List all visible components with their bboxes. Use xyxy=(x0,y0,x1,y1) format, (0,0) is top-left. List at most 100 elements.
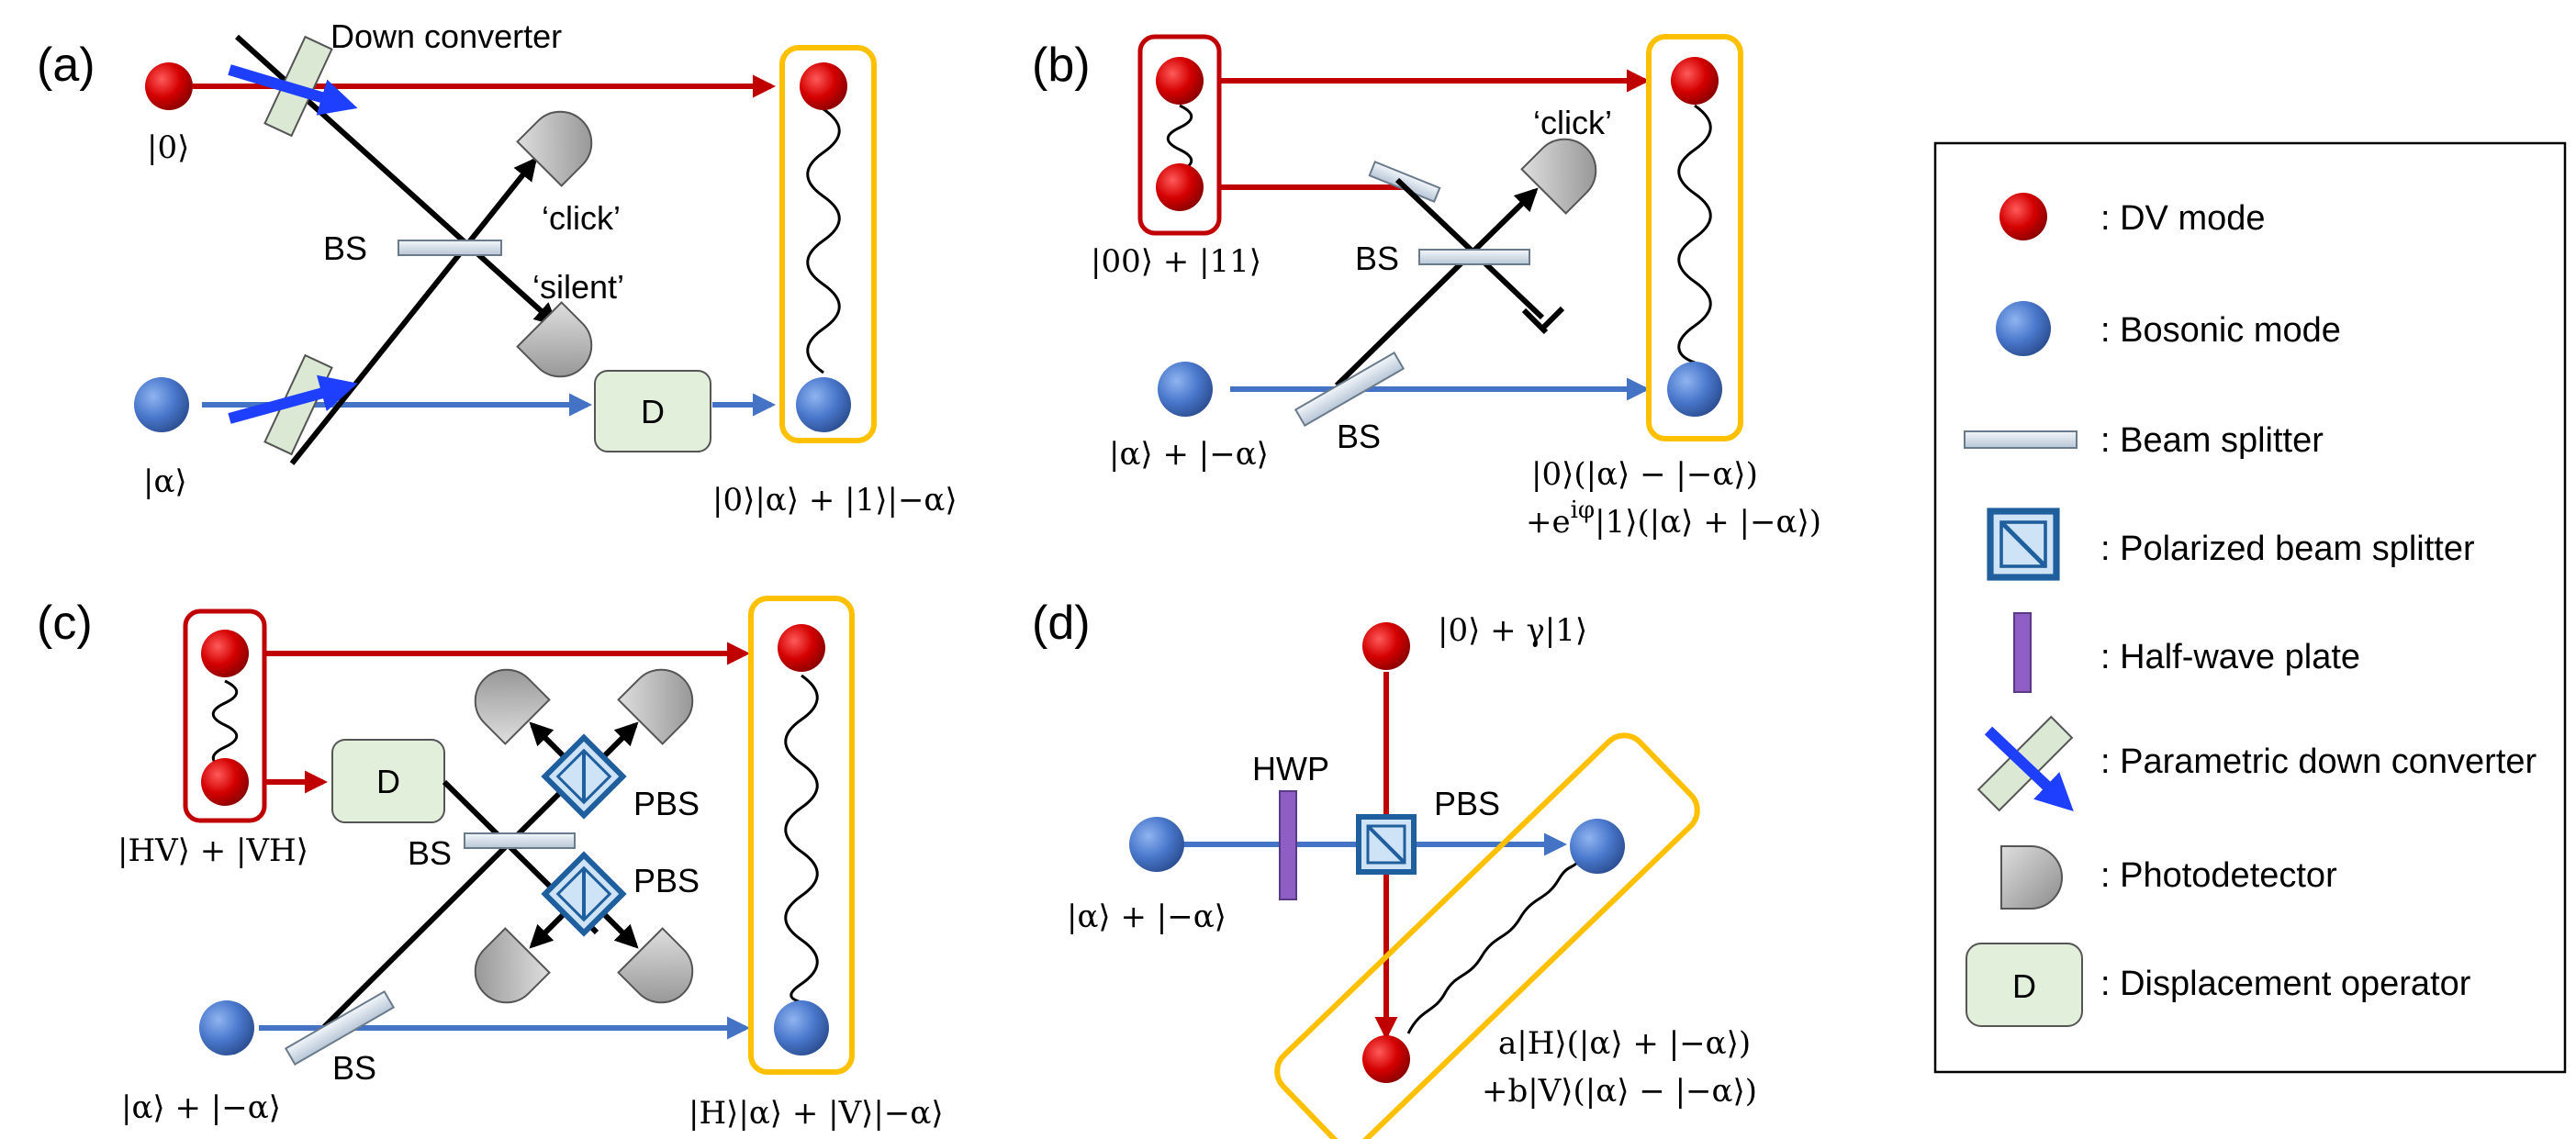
beam-splitter xyxy=(398,240,502,256)
output-box xyxy=(1646,34,1743,441)
photodetector-silent xyxy=(516,301,606,391)
input-pair-box xyxy=(1137,34,1222,236)
legend-label-half-wave-plate: : Half-wave plate xyxy=(2100,638,2360,676)
photodetector-click xyxy=(516,97,606,187)
dv-beam-bottom xyxy=(1221,182,1407,190)
legend-label-photodetector: : Photodetector xyxy=(2100,856,2337,895)
displacement-label: D xyxy=(641,393,665,430)
input-bosonic-state: |α⟩ + |−α⟩ xyxy=(1109,436,1269,473)
dv-mode-1 xyxy=(201,630,249,677)
parametric-down-converter-top xyxy=(228,35,358,138)
pbs-label-bottom: PBS xyxy=(633,862,700,899)
input-dv-state: |0⟩ xyxy=(147,129,189,166)
panel-d: (d) |0⟩ + γ|1⟩ HWP PBS |α⟩ + |−α⟩ a|H⟩(|… xyxy=(1032,597,1757,1139)
dv-mode-1 xyxy=(1156,57,1204,105)
output-bosonic-mode xyxy=(796,377,851,432)
beam-splitter-top xyxy=(1368,161,1441,203)
entanglement-link xyxy=(1677,104,1712,364)
output-dv-mode xyxy=(1362,1035,1410,1083)
output-state: |H⟩|α⟩ + |V⟩|−α⟩ xyxy=(689,1095,944,1132)
displacement-operator xyxy=(594,370,711,452)
input-dv-state: |HV⟩ + |VH⟩ xyxy=(118,832,308,869)
panel-a-label: (a) xyxy=(37,39,95,92)
legend-label-polarized-beam-splitter: : Polarized beam splitter xyxy=(2100,530,2475,568)
bs-label: BS xyxy=(323,229,367,267)
bs-label-top: BS xyxy=(408,834,452,872)
parametric-down-converter-icon xyxy=(1977,715,2074,812)
click-label: ‘click’ xyxy=(1533,104,1612,141)
dv-mode xyxy=(145,62,193,110)
output-bosonic-mode xyxy=(1667,362,1722,417)
dv-mode-2 xyxy=(1156,163,1204,211)
idler-path-2 xyxy=(289,157,538,465)
half-wave-plate xyxy=(1279,790,1297,900)
silent-label: ‘silent’ xyxy=(532,268,624,306)
output-bosonic-mode xyxy=(774,1000,829,1055)
legend-displacement-symbol: D xyxy=(2012,967,2036,1005)
pbs-label-top: PBS xyxy=(633,785,700,822)
output-state-line2: +eiφ|1⟩(|α⟩ + |−α⟩) xyxy=(1526,497,1821,541)
legend-label-displacement-operator: : Displacement operator xyxy=(2100,965,2471,1003)
bs-label-bottom: BS xyxy=(1337,418,1381,455)
legend: : DV mode : Bosonic mode : Beam splitter… xyxy=(1933,141,2567,1074)
output-bosonic-mode xyxy=(1570,819,1625,874)
photodetector-icon xyxy=(2000,845,2063,910)
bosonic-mode xyxy=(199,1000,254,1055)
input-pair-link xyxy=(1166,104,1193,173)
black-path-2 xyxy=(1334,187,1539,388)
bosonic-mode xyxy=(1129,817,1184,872)
legend-label-dv-mode: : DV mode xyxy=(2100,199,2266,238)
panel-b-label: (b) xyxy=(1032,39,1091,92)
displacement-operator-icon xyxy=(1966,943,2083,1027)
input-dv-state: |00⟩ + |11⟩ xyxy=(1091,243,1261,280)
output-state-line2: +b|V⟩(|α⟩ − |−α⟩) xyxy=(1482,1073,1757,1110)
legend-box xyxy=(1933,141,2567,1074)
dv-mode xyxy=(1362,622,1410,670)
input-bosonic-state: |α⟩ + |−α⟩ xyxy=(1067,899,1226,935)
pbs-label: PBS xyxy=(1434,785,1500,822)
entanglement-link xyxy=(806,107,841,374)
bs-label-bottom: BS xyxy=(332,1049,376,1087)
output-box xyxy=(748,596,855,1075)
output-dv-mode xyxy=(800,62,847,110)
beam-splitter-icon xyxy=(1964,430,2078,449)
down-converter-label: Down converter xyxy=(330,17,562,55)
bs-label-top: BS xyxy=(1355,240,1399,277)
legend-label-bosonic-mode: : Bosonic mode xyxy=(2100,311,2341,350)
output-state: |0⟩|α⟩ + |1⟩|−α⟩ xyxy=(712,482,958,519)
hwp-label: HWP xyxy=(1252,750,1329,787)
output-box xyxy=(1274,732,1700,1139)
entanglement-link xyxy=(1406,861,1579,1034)
beam-dump-icon xyxy=(1521,306,1565,335)
input-bosonic-state: |α⟩ xyxy=(143,463,187,500)
input-pair-link xyxy=(211,679,239,771)
output-state-line1: |0⟩(|α⟩ − |−α⟩) xyxy=(1531,456,1758,493)
polarized-beam-splitter-icon xyxy=(1990,511,2056,577)
displacement-operator xyxy=(331,739,445,823)
input-dv-state: |0⟩ + γ|1⟩ xyxy=(1438,612,1587,649)
bosonic-mode xyxy=(134,377,189,432)
panel-c-label: (c) xyxy=(37,597,93,650)
bosonic-mode-icon xyxy=(1996,301,2051,356)
black-path-2 xyxy=(319,755,598,1033)
entanglement-link xyxy=(784,674,819,1004)
displacement-label: D xyxy=(376,763,400,800)
beam-splitter xyxy=(1418,249,1530,265)
legend-label-beam-splitter: : Beam splitter xyxy=(2100,421,2324,460)
dv-mode-icon xyxy=(1999,193,2047,240)
click-label: ‘click’ xyxy=(542,199,621,237)
dv-mode-2 xyxy=(201,758,249,806)
panel-b: (b) |00⟩ + |11⟩ BS ‘click’ BS |α⟩ + |−α⟩… xyxy=(1032,34,1821,541)
input-pair-box xyxy=(183,609,267,823)
panel-a: (a) Down converter BS ‘click’ ‘silent’ D xyxy=(37,17,958,519)
output-dv-mode xyxy=(778,624,825,672)
legend-label-parametric-down-converter: : Parametric down converter xyxy=(2100,743,2537,781)
panel-d-label: (d) xyxy=(1032,597,1091,650)
bosonic-mode xyxy=(1158,362,1213,417)
beam-splitter xyxy=(464,832,576,849)
beam-splitter-bottom xyxy=(284,989,396,1066)
polarized-beam-splitter xyxy=(1359,817,1414,872)
output-state-line1: a|H⟩(|α⟩ + |−α⟩) xyxy=(1498,1025,1751,1062)
input-bosonic-state: |α⟩ + |−α⟩ xyxy=(121,1089,281,1126)
